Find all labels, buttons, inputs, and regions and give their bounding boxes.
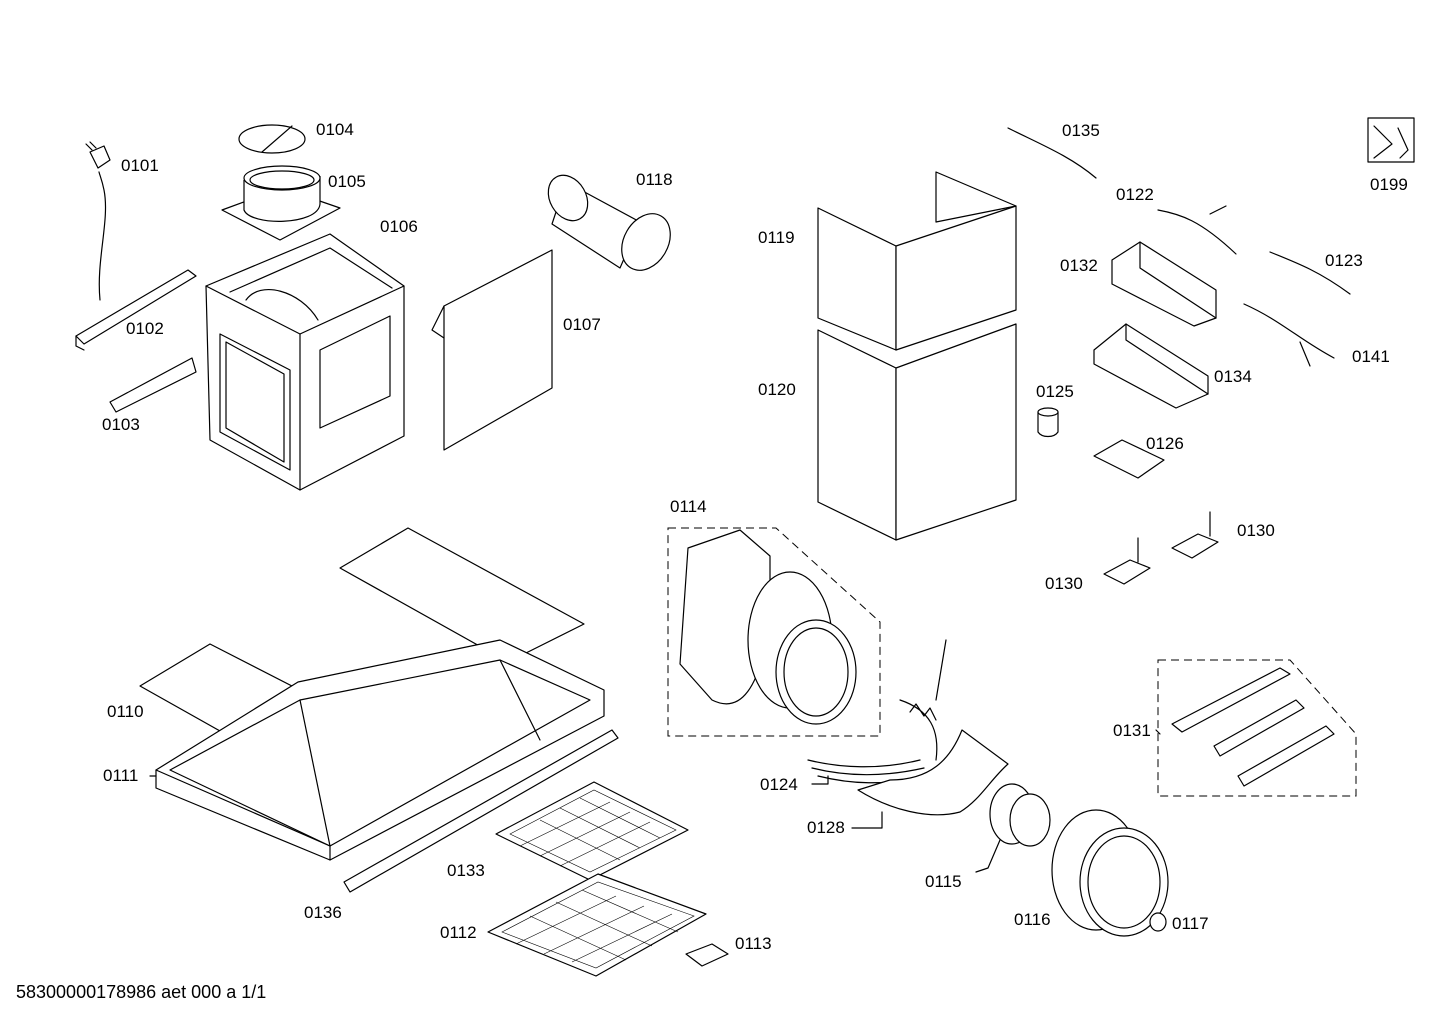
cover-disc-part: [238, 124, 306, 154]
housing-frame-part: [205, 233, 405, 491]
part-label-0106: 0106: [380, 217, 418, 236]
part-label-0122: 0122: [1116, 185, 1154, 204]
light-bars-part: [1157, 659, 1357, 797]
part-label-0123: 0123: [1325, 251, 1363, 270]
part-label-0114: 0114: [670, 497, 707, 516]
part-label-0119: 0119: [758, 228, 795, 247]
part-label-0141: 0141: [1352, 347, 1390, 366]
part-label-0112: 0112: [440, 923, 477, 942]
lamp-part-a: [1103, 537, 1151, 585]
part-label-0125: 0125: [1036, 382, 1074, 401]
carbon-filter-part: [547, 174, 671, 271]
motor-shroud-part: [857, 729, 1009, 816]
wrench-icon: [1367, 117, 1415, 163]
part-label-0118: 0118: [636, 170, 673, 189]
part-label-0120: 0120: [758, 380, 796, 399]
circuit-board-part: [1093, 439, 1165, 479]
blower-housing-part: [667, 527, 881, 737]
part-label-0104: 0104: [316, 120, 354, 139]
grease-filter-lower-part: [487, 873, 707, 977]
impeller-nut-part: [1149, 912, 1167, 932]
part-label-0110: 0110: [107, 702, 144, 721]
part-label-0105: 0105: [328, 172, 366, 191]
cable-0135-part: [1007, 127, 1097, 179]
part-label-0135: 0135: [1062, 121, 1100, 140]
part-label-0115: 0115: [925, 872, 962, 891]
mounting-plate-part: [109, 357, 197, 413]
power-cord-part: [85, 141, 111, 301]
part-label-0102: 0102: [126, 319, 164, 338]
lower-chimney-part: [817, 323, 1017, 541]
cable-0123-part: [1269, 251, 1351, 295]
part-label-0101: 0101: [121, 156, 159, 175]
part-label-0124: 0124: [760, 775, 798, 794]
cable-0141-part: [1243, 303, 1335, 367]
part-label-0117: 0117: [1172, 914, 1209, 933]
part-label-0111: 0111: [103, 766, 139, 785]
part-label-0130-lower: 0130: [1045, 574, 1083, 593]
cable-0122-part: [1157, 205, 1237, 255]
leader-lines: [149, 729, 1161, 829]
part-label-0107: 0107: [563, 315, 601, 334]
document-code: 58300000178986 aet 000 a 1/1: [16, 982, 267, 1002]
electronics-box-part: [1093, 323, 1209, 409]
control-housing-part: [1111, 241, 1217, 327]
capacitor-part: [1037, 407, 1059, 438]
part-label-0116: 0116: [1014, 910, 1051, 929]
duct-collar-part: [221, 165, 341, 241]
part-label-0130-upper: 0130: [1237, 521, 1275, 540]
part-label-0126: 0126: [1146, 434, 1184, 453]
grease-filter-upper-part: [495, 781, 689, 881]
part-label-0103: 0103: [102, 415, 140, 434]
upper-chimney-part: [817, 171, 1017, 351]
canopy-part: [155, 639, 605, 861]
side-panel-part: [431, 249, 553, 451]
part-label-0133: 0133: [447, 861, 485, 880]
bracket-part: [75, 269, 197, 351]
trim-strip-part: [343, 729, 619, 893]
fan-impeller-part: [1051, 809, 1169, 937]
part-label-0132: 0132: [1060, 256, 1098, 275]
part-label-0131: 0131: [1113, 721, 1151, 740]
part-label-0128: 0128: [807, 818, 845, 837]
part-label-0113: 0113: [735, 934, 772, 953]
part-label-0136: 0136: [304, 903, 342, 922]
lamp-part-b: [1171, 511, 1219, 559]
fan-motor-part: [975, 783, 1051, 873]
filter-clip-part: [685, 943, 729, 967]
part-label-0199: 0199: [1370, 175, 1408, 194]
part-label-0134: 0134: [1214, 367, 1252, 386]
